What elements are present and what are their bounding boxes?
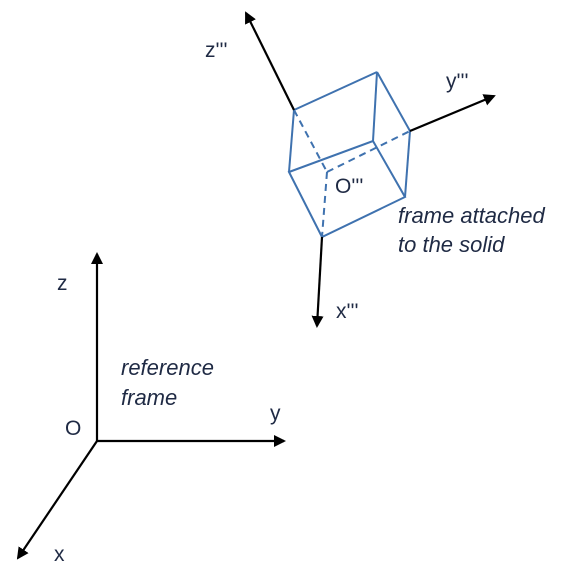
solid-origin-label: O''' — [335, 175, 363, 198]
reference-frame: z y x O reference frame — [16, 252, 286, 566]
solid-x-axis — [311, 236, 324, 328]
reference-y-label: y — [270, 402, 281, 425]
reference-z-label: z — [57, 272, 68, 295]
cube-hidden-edge-vertical — [293, 109, 328, 173]
cube-edge-top-back — [293, 71, 378, 111]
solid-y-label: y''' — [446, 70, 469, 93]
cube-edge-top-left — [288, 109, 295, 173]
solid-y-axis — [409, 94, 496, 133]
reference-x-axis — [16, 440, 98, 560]
solid-frame-caption-line2: to the solid — [398, 232, 505, 257]
cube-hidden-edge-bottom-front — [321, 171, 328, 238]
cube-edge-right-top — [376, 71, 411, 132]
solid-z-axis — [245, 11, 295, 111]
solid-frame: z''' y''' x''' O''' frame attached to th… — [205, 11, 546, 328]
reference-origin-label: O — [65, 417, 81, 440]
cube-hidden-edge-bottom-right — [326, 130, 411, 173]
cube-edge-right-back — [404, 130, 411, 198]
solid-frame-caption-line1: frame attached — [398, 203, 546, 228]
reference-frame-caption-line1: reference — [121, 355, 214, 380]
reference-x-label: x — [54, 543, 65, 566]
reference-frame-caption-line2: frame — [121, 385, 177, 410]
cube-edge-top-right — [372, 71, 378, 142]
solid-z-label: z''' — [205, 39, 228, 62]
solid-x-label: x''' — [336, 300, 359, 323]
